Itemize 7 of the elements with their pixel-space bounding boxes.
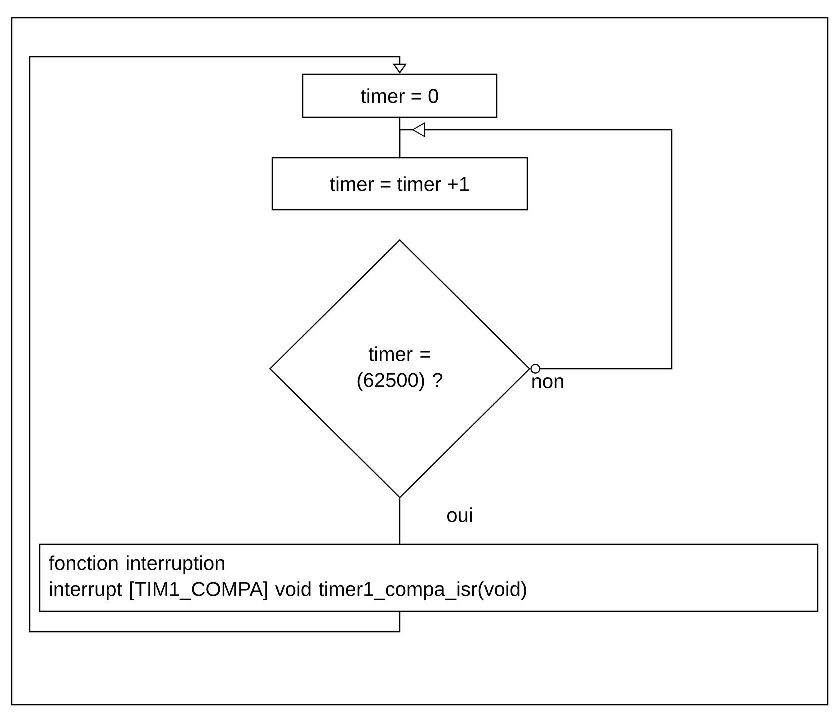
process-box: timer = timer +1 [272,157,528,211]
process-box: timer = 0 [302,74,498,118]
arrow [29,56,408,633]
connector-line [399,498,401,544]
edge-label: non [529,376,567,390]
edge-label: oui [444,506,476,524]
process-box: fonction interruption interrupt [TIM1_COMPA] void timer1_compa_isr(void) [39,544,819,612]
